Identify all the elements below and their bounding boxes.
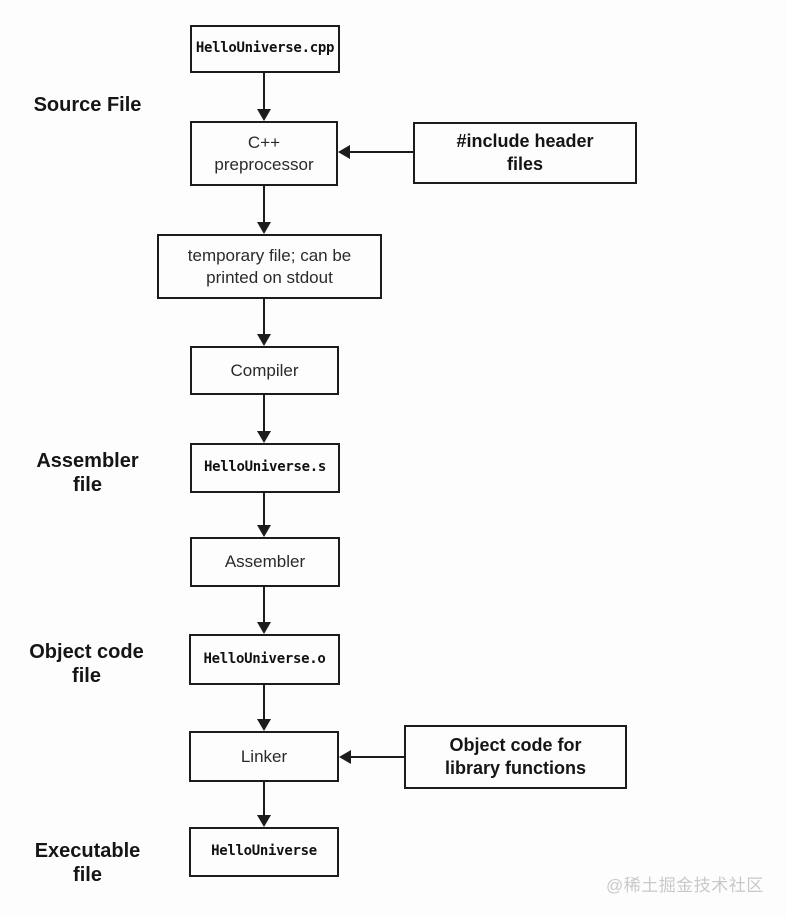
arrow-shaft <box>263 73 265 112</box>
arrow-down-head <box>257 334 271 346</box>
label-executable-file: Executable file <box>34 840 141 886</box>
watermark: @稀土掘金技术社区 <box>606 876 764 895</box>
arrow-down-head <box>257 431 271 443</box>
arrow-shaft <box>263 395 265 434</box>
arrow-includeheaders-to-preprocessor <box>338 145 413 159</box>
arrow-objectcodelibs-to-linker <box>339 750 404 764</box>
node-temporary-file: temporary file; can be printed on stdout <box>157 234 382 299</box>
arrow-down-head <box>257 109 271 121</box>
arrow-compiler-to-assemblyfile <box>257 395 271 443</box>
node-hellouniverse-executable: HelloUniverse <box>189 827 339 877</box>
arrow-shaft <box>263 493 265 528</box>
arrow-shaft <box>263 587 265 625</box>
node-cpp-preprocessor: C++ preprocessor <box>190 121 338 186</box>
arrow-assemblyfile-to-assembler <box>257 493 271 537</box>
label-object-code-file: Object code file <box>29 641 144 687</box>
label-source-file: Source File <box>33 94 142 116</box>
annotation-include-header-files: #include header files <box>413 122 637 184</box>
arrow-left-head <box>339 750 351 764</box>
arrow-down-head <box>257 222 271 234</box>
node-hellouniverse-o: HelloUniverse.o <box>189 634 340 685</box>
arrow-down-head <box>257 622 271 634</box>
arrow-assembler-to-objectfile <box>257 587 271 634</box>
arrow-shaft <box>263 685 265 722</box>
arrow-cpp-to-preprocessor <box>257 73 271 121</box>
arrow-linker-to-executable <box>257 782 271 827</box>
arrow-shaft <box>347 151 413 153</box>
node-hellouniverse-cpp: HelloUniverse.cpp <box>190 25 340 73</box>
arrow-shaft <box>348 756 404 758</box>
annotation-object-code-library-functions: Object code for library functions <box>404 725 627 789</box>
arrow-shaft <box>263 186 265 225</box>
arrow-objectfile-to-linker <box>257 685 271 731</box>
arrow-tempfile-to-compiler <box>257 299 271 346</box>
arrow-down-head <box>257 525 271 537</box>
label-assembler-file: Assembler file <box>36 450 139 496</box>
node-linker: Linker <box>189 731 339 782</box>
node-compiler: Compiler <box>190 346 339 395</box>
arrow-shaft <box>263 299 265 337</box>
node-assembler: Assembler <box>190 537 340 587</box>
arrow-shaft <box>263 782 265 818</box>
node-hellouniverse-s: HelloUniverse.s <box>190 443 340 493</box>
arrow-preprocessor-to-tempfile <box>257 186 271 234</box>
arrow-left-head <box>338 145 350 159</box>
arrow-down-head <box>257 815 271 827</box>
arrow-down-head <box>257 719 271 731</box>
